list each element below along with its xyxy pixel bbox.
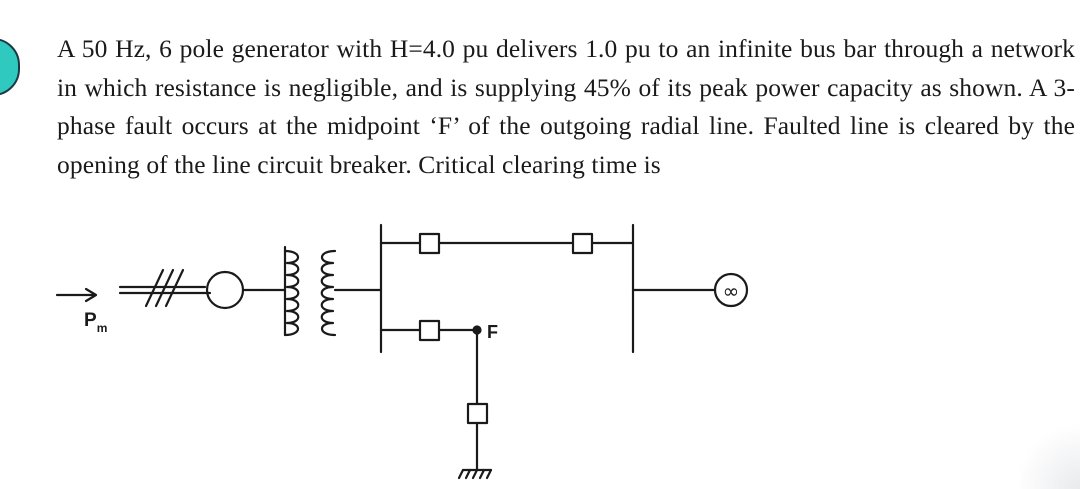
radial-transmission-line xyxy=(379,319,489,472)
fault-point xyxy=(472,325,482,335)
lower-breaker xyxy=(418,319,441,342)
transformer-primary-coil xyxy=(260,245,300,337)
transformer-secondary-coil xyxy=(320,249,383,337)
generator-symbol xyxy=(205,270,245,310)
fault-label: F xyxy=(487,322,498,342)
input-power-label: Pm xyxy=(84,310,107,335)
upper-right-breaker xyxy=(571,232,594,255)
question-text: A 50 Hz, 6 pole generator with H=4.0 pu … xyxy=(57,34,1075,179)
infinite-bus-symbol xyxy=(713,272,749,308)
upper-left-breaker xyxy=(418,232,441,255)
prime-mover-shaft xyxy=(118,268,212,308)
infinite-bus-label: ∞ xyxy=(723,279,740,303)
corner-shade xyxy=(1020,419,1080,489)
ground-symbol xyxy=(457,468,493,480)
ground-breaker xyxy=(466,402,489,425)
input-power-subscript: m xyxy=(97,321,108,335)
upper-transmission-line xyxy=(379,232,635,255)
input-arrow xyxy=(55,287,98,303)
